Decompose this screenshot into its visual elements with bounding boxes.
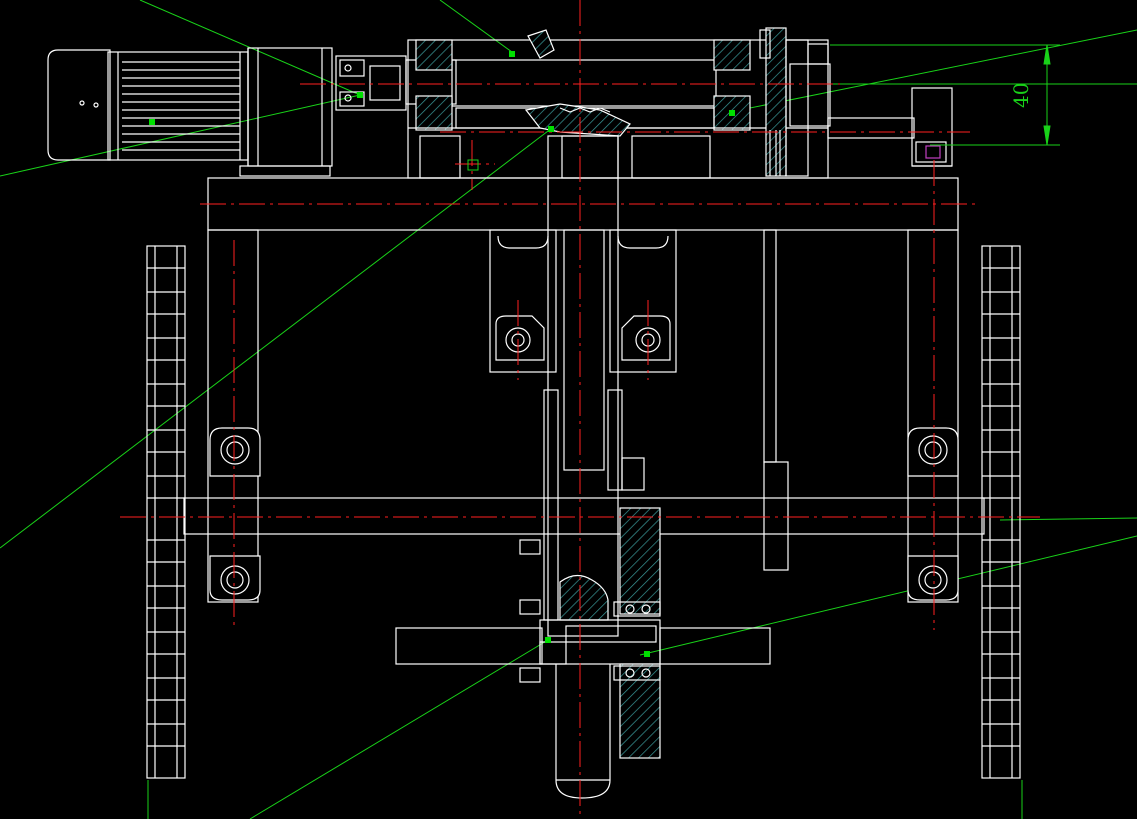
left-wheel[interactable] [146, 245, 186, 779]
rear-axle[interactable] [183, 497, 985, 535]
right-bearing-block[interactable] [827, 87, 953, 167]
bevel-gear-pair[interactable] [524, 29, 631, 137]
dimension-text: 40 [1009, 83, 1033, 108]
bottom-cross-plate[interactable] [395, 627, 771, 665]
right-pillow-block-bearings[interactable] [907, 427, 959, 601]
centerlines [120, 0, 1040, 819]
left-frame-leg[interactable] [207, 229, 259, 603]
right-wheel[interactable] [981, 245, 1021, 779]
ucs-cursor-marker [467, 159, 479, 171]
height-dimension[interactable]: 40 [830, 44, 1060, 146]
lower-gear-assembly[interactable] [519, 507, 661, 759]
selection-grips[interactable] [149, 51, 735, 657]
motor-cooling-fins [122, 61, 240, 151]
vertical-drive-shaft[interactable] [543, 135, 789, 637]
center-support-brackets[interactable] [489, 229, 677, 373]
gearbox-housing[interactable] [407, 27, 831, 179]
gear-motor[interactable] [47, 47, 333, 177]
bottom-drive-wheel[interactable] [555, 664, 611, 799]
right-frame-leg[interactable] [907, 229, 959, 603]
left-pillow-block-bearings[interactable] [209, 427, 261, 601]
